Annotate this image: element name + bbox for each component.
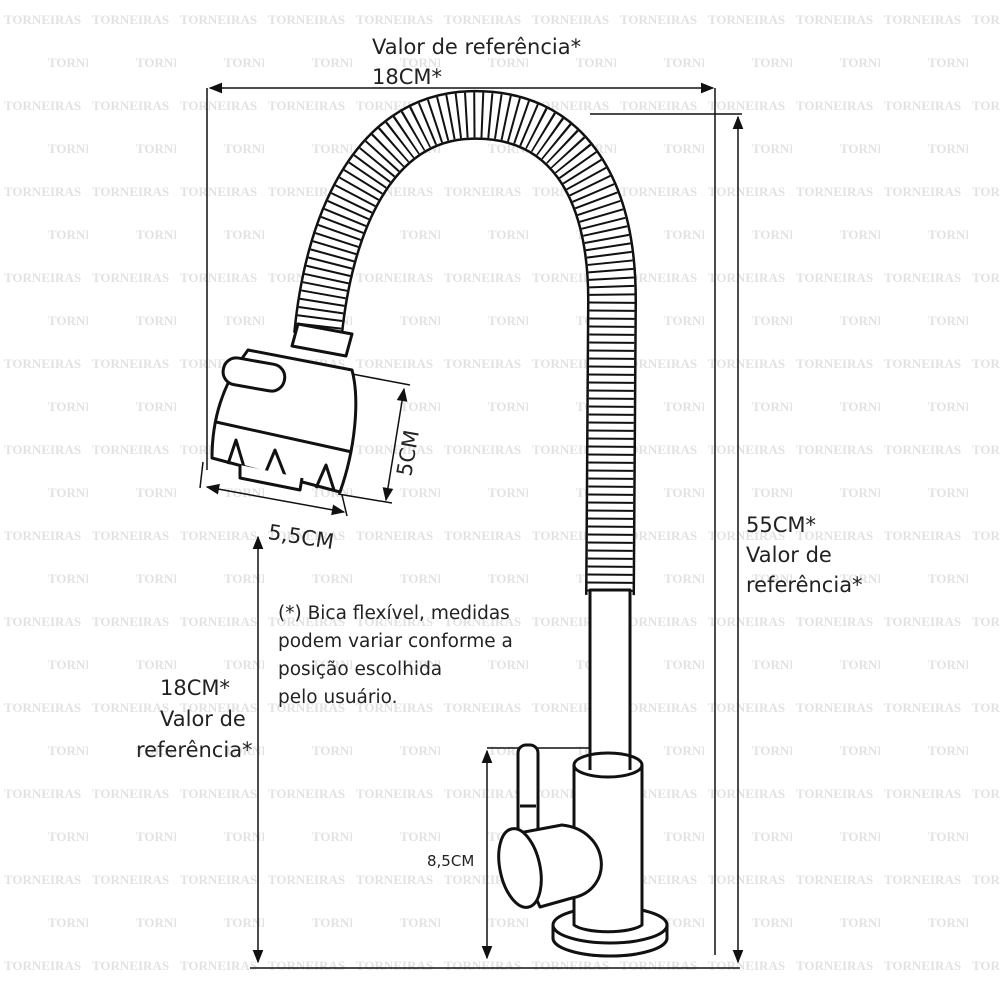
head-collar — [290, 322, 354, 358]
measurement-note: (*) Bica flexível, medidas podem variar … — [278, 600, 513, 712]
flexible-hose — [293, 89, 638, 596]
faucet-body — [497, 588, 669, 958]
head-teeth — [226, 438, 336, 491]
left-dimension-value: 18CM* — [160, 676, 231, 700]
head-width-arrow — [205, 483, 346, 516]
handle-cap — [497, 827, 543, 909]
left-dimension-label-2: referência* — [136, 738, 253, 762]
top-dimension-label: Valor de referência* — [372, 35, 582, 59]
head-bottom-extension — [337, 493, 393, 504]
note-line: posição escolhida — [278, 659, 443, 680]
right-dimension-value: 55CM* — [746, 513, 817, 537]
spray-head — [210, 322, 358, 494]
head-band — [215, 420, 353, 454]
note-line: podem variar conforme a — [278, 631, 513, 652]
note-line: (*) Bica flexível, medidas — [278, 603, 510, 624]
note-line: pelo usuário. — [278, 687, 398, 708]
top-dimension-value: 18CM* — [372, 65, 443, 89]
head-left-extension — [199, 461, 204, 489]
dimension-lines — [199, 82, 744, 969]
head-nozzle — [238, 465, 304, 492]
right-dimension-label-1: Valor de — [746, 543, 832, 567]
right-dimension-label-2: referência* — [746, 573, 863, 597]
handle-lever — [516, 743, 540, 837]
base-height-label: 8,5CM — [427, 852, 475, 870]
rigid-pipe — [588, 588, 632, 782]
head-height-arrow — [382, 387, 408, 502]
head-top-extension — [351, 373, 411, 386]
head-button — [221, 356, 287, 393]
left-dimension-label-1: Valor de — [160, 707, 246, 731]
